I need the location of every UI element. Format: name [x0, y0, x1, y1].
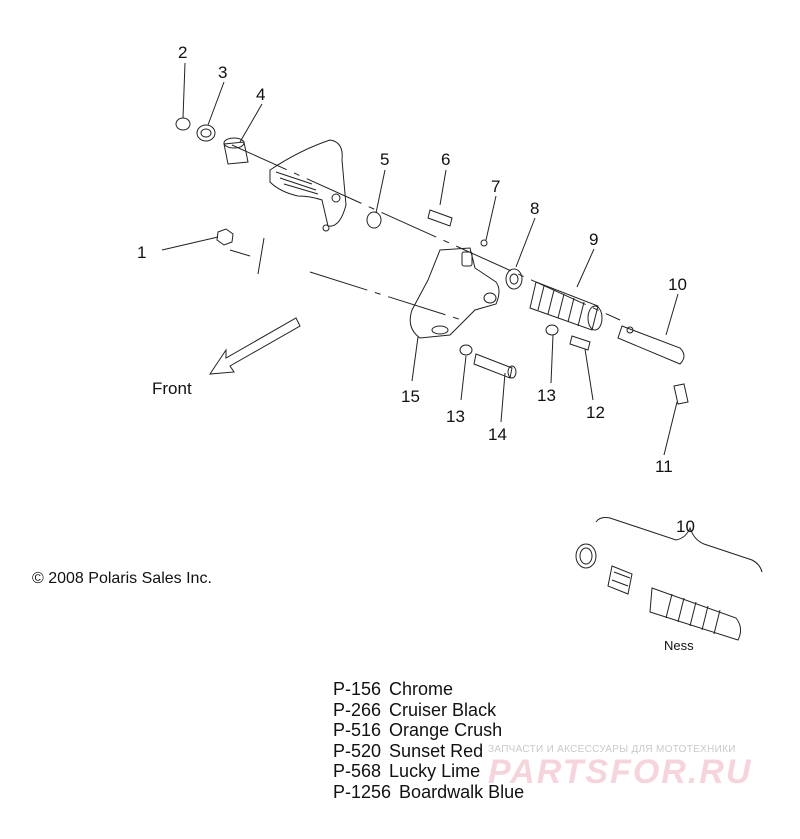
color-name: Lucky Lime [389, 761, 481, 781]
callout-6: 6 [441, 150, 451, 169]
callout-9: 9 [589, 230, 599, 249]
color-code: P-1256 [333, 781, 392, 802]
color-name: Orange Crush [389, 720, 503, 740]
copyright-notice: © 2008 Polaris Sales Inc. [32, 570, 212, 587]
color-code: P-516 [333, 720, 382, 740]
callout-4: 4 [256, 85, 266, 104]
callout-2: 2 [178, 43, 188, 62]
callout-10: 10 [668, 275, 687, 294]
color-row: P-266 Cruiser Black [333, 700, 524, 721]
watermark: ЗАПЧАСТИ И АКСЕССУАРЫ ДЛЯ МОТОТЕХНИКИ PA… [488, 744, 788, 792]
color-code: P-520 [333, 740, 382, 761]
color-code: P-156 [333, 679, 382, 699]
color-row: P-1256 Boardwalk Blue [333, 782, 524, 803]
callout-7: 7 [491, 177, 501, 196]
callout-5: 5 [380, 150, 390, 169]
callout-12: 12 [586, 403, 605, 422]
callout-14: 14 [488, 425, 507, 444]
color-code: P-266 [333, 699, 382, 720]
callout-1: 1 [137, 243, 147, 262]
callout-11: 11 [655, 457, 673, 476]
color-row: P-568 Lucky Lime [333, 761, 524, 782]
color-name: Sunset Red [389, 740, 484, 761]
callout-13-middle: 13 [537, 386, 556, 405]
callout-15: 15 [401, 387, 420, 406]
front-direction-label: Front [152, 379, 192, 398]
color-name: Chrome [389, 679, 454, 699]
color-code-list: P-156 Chrome P-266 Cruiser Black P-516 Oran… [333, 679, 524, 802]
ness-brand-label: Ness [664, 638, 694, 653]
callout-8: 8 [530, 199, 540, 218]
callout-3: 3 [218, 63, 228, 82]
color-name: Cruiser Black [389, 699, 497, 720]
color-row: P-156 Chrome [333, 679, 524, 700]
color-row: P-520 Sunset Red [333, 741, 524, 762]
color-name: Boardwalk Blue [399, 781, 525, 802]
watermark-tagline: ЗАПЧАСТИ И АКСЕССУАРЫ ДЛЯ МОТОТЕХНИКИ [488, 744, 736, 755]
color-row: P-516 Orange Crush [333, 720, 524, 741]
color-code: P-568 [333, 761, 382, 781]
callout-10-detail: 10 [676, 517, 695, 536]
watermark-brand: PARTSFOR.RU [488, 753, 753, 791]
callout-13-lower: 13 [446, 407, 465, 426]
